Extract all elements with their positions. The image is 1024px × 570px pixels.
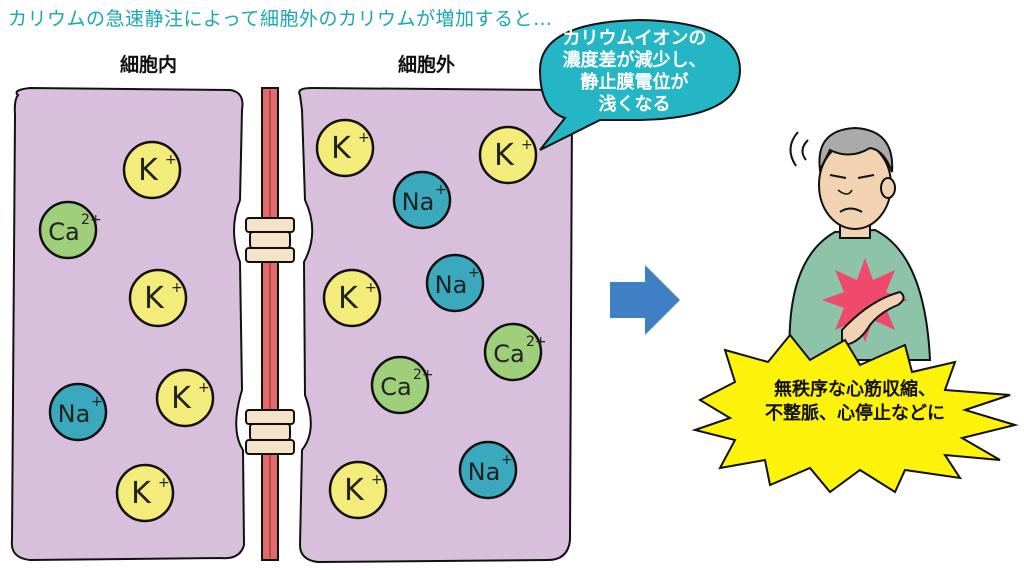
ion-channel-upper [245, 217, 295, 263]
ion-k: K+ [122, 140, 182, 200]
ion-charge: + [501, 452, 513, 468]
ion-symbol: K [344, 473, 365, 508]
ion-charge: + [521, 137, 533, 153]
ion-symbol: K [138, 153, 159, 188]
speech-bubble-text: カリウムイオンの 濃度差が減少し、 静止膜電位が 浅くなる [537, 28, 732, 116]
ion-charge: + [468, 265, 480, 281]
ion-symbol: K [494, 138, 515, 173]
ion-charge: 2+ [81, 212, 102, 228]
ion-symbol: K [144, 281, 165, 316]
ion-symbol: K [338, 281, 359, 316]
ion-na: Na+ [458, 440, 518, 500]
right-arrow [610, 265, 680, 335]
speech-bubble [538, 18, 742, 151]
ion-charge: 2+ [413, 367, 434, 383]
ion-k: K+ [115, 463, 175, 523]
ion-symbol: Na [468, 458, 501, 486]
ion-charge: + [365, 280, 377, 296]
ion-symbol: Na [58, 400, 91, 428]
ion-symbol: K [331, 131, 352, 166]
ion-na: Na+ [392, 170, 452, 230]
ion-symbol: Na [435, 271, 468, 299]
bubble-line: 浅くなる [598, 94, 671, 115]
ion-charge: + [371, 472, 383, 488]
intracellular-label: 細胞内 [120, 54, 178, 76]
ion-na: Na+ [48, 382, 108, 442]
burst-line: 無秩序な心筋収縮、 [774, 379, 936, 400]
ion-symbol: Ca [380, 373, 411, 401]
bubble-line: 静止膜電位が [580, 72, 689, 93]
ion-charge: + [171, 280, 183, 296]
bubble-line: カリウムイオンの [562, 28, 707, 49]
page-title: カリウムの急速静注によって細胞外のカリウムが増加すると… [8, 8, 553, 30]
ion-charge: + [435, 182, 447, 198]
ion-symbol: K [131, 476, 152, 511]
ion-charge: + [91, 394, 103, 410]
ion-k: K+ [155, 368, 215, 428]
chest-pain-burst [822, 258, 908, 342]
burst-line: 不整脈、心停止などに [765, 403, 945, 424]
ion-charge: + [358, 130, 370, 146]
ion-symbol: Na [402, 188, 435, 216]
bubble-line: 濃度差が減少し、 [562, 50, 707, 71]
ion-na: Na+ [425, 253, 485, 313]
ion-symbol: Ca [48, 218, 79, 246]
ion-k: K+ [128, 268, 188, 328]
ion-k: K+ [328, 460, 388, 520]
ion-channel-lower [245, 409, 295, 455]
elderly-man-illustration [788, 126, 932, 361]
ion-charge: + [158, 475, 170, 491]
warning-burst-text: 無秩序な心筋収縮、 不整脈、心停止などに [735, 378, 975, 426]
ion-charge: + [165, 152, 177, 168]
ion-charge: + [198, 380, 210, 396]
extracellular-label: 細胞外 [398, 54, 456, 76]
ion-k: K+ [315, 118, 375, 178]
ion-k: K+ [322, 268, 382, 328]
ion-symbol: K [171, 381, 192, 416]
warning-burst [691, 333, 1019, 494]
ion-symbol: Ca [493, 340, 524, 368]
ion-charge: 2+ [526, 334, 547, 350]
ion-k: K+ [478, 125, 538, 185]
